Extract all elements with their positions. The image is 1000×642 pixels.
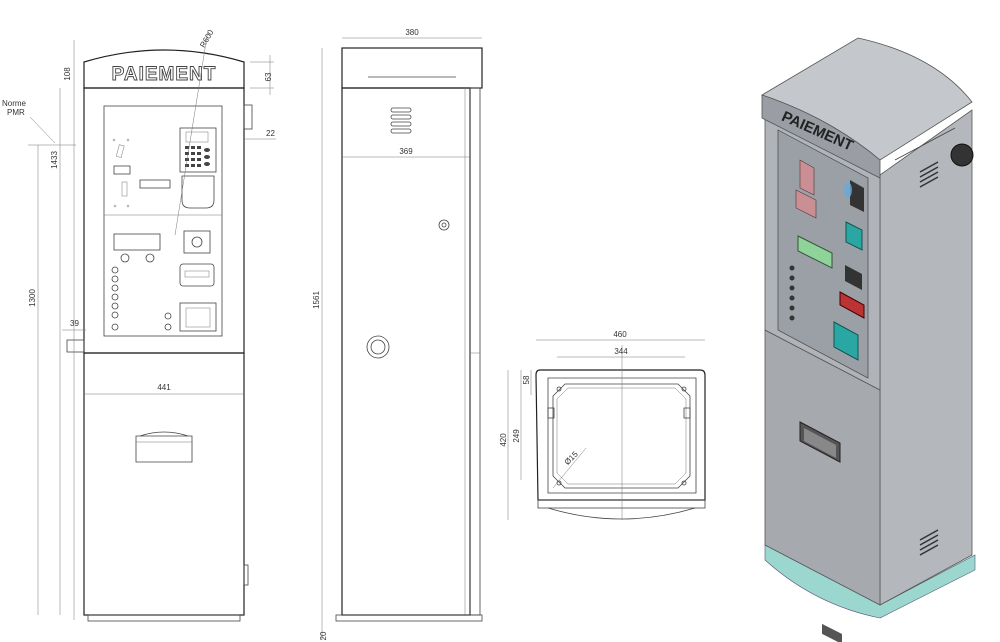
front-upper-body (83, 87, 245, 354)
iso-printer (833, 321, 859, 361)
side-button (366, 335, 390, 359)
dim-39: 39 (70, 319, 79, 328)
top-inner-octagon (552, 383, 691, 489)
iso-view: PAIEMENT (761, 37, 976, 642)
iso-display (797, 235, 833, 269)
iso-vent-bottom (919, 529, 939, 556)
dim-420: 420 (499, 433, 508, 447)
front-handle (66, 339, 85, 353)
dim-369: 369 (399, 147, 413, 156)
dim-344: 344 (614, 347, 628, 356)
receipt-tray (181, 175, 215, 209)
iso-vent-top (919, 161, 939, 188)
receipt-printer (179, 302, 217, 332)
iso-side-button (950, 143, 974, 167)
front-view: PAIEMENT (2, 28, 276, 622)
front-lower-body (83, 352, 245, 616)
side-view: 380 369 1561 20 (312, 28, 483, 640)
dim-1433: 1433 (50, 151, 59, 169)
iso-base (764, 544, 976, 619)
iso-header (761, 94, 881, 179)
dim-radius: R600 (198, 28, 216, 50)
norme-label-1: Norme (2, 99, 27, 108)
front-base (87, 614, 241, 622)
dim-1561: 1561 (312, 291, 321, 309)
front-header-arch (83, 49, 245, 89)
button-column (111, 266, 119, 331)
front-lower-slot (135, 435, 193, 463)
dim-380: 380 (405, 28, 419, 37)
side-vent (390, 107, 412, 134)
dim-58: 58 (522, 375, 531, 384)
bill-acceptor (179, 263, 215, 287)
top-front-curve (547, 507, 696, 520)
top-outer-shape (535, 369, 706, 501)
side-body (341, 87, 471, 616)
iso-buttons (789, 265, 795, 321)
front-header-text: PAIEMENT (112, 64, 217, 85)
dim-460: 460 (613, 330, 627, 339)
card-slot (113, 165, 131, 175)
iso-card-reader (795, 189, 817, 219)
dim-22: 22 (266, 129, 275, 138)
dim-top-height: 108 (63, 67, 72, 81)
coin-acceptor (183, 230, 211, 254)
iso-keypad (850, 180, 864, 212)
dim-441: 441 (157, 383, 171, 392)
side-top-cap (341, 47, 483, 89)
iso-teal-box (845, 221, 863, 251)
front-control-panel (103, 105, 223, 337)
top-view: 460 344 58 420 249 Ø15 (499, 330, 706, 520)
dim-20: 20 (319, 631, 328, 640)
dim-249: 249 (512, 429, 521, 443)
front-display (113, 233, 161, 251)
dim-63: 63 (264, 72, 273, 81)
norme-label-2: PMR (7, 108, 25, 117)
ticket-slot (139, 179, 171, 189)
keypad-terminal (179, 127, 217, 173)
side-lock (438, 219, 450, 231)
dim-1300: 1300 (28, 289, 37, 307)
